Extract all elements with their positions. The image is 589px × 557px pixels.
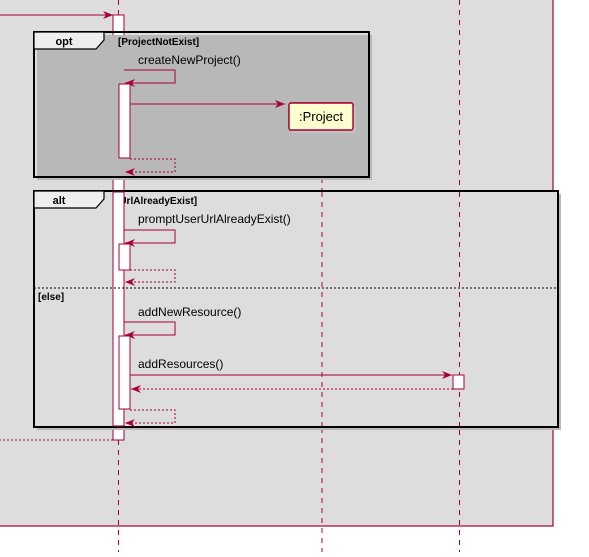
message-label-create-new-project: createNewProject(): [138, 53, 241, 67]
self-call-prompt-user-url-already-exist: [124, 229, 176, 247]
fragment-alt-keyword: alt: [53, 195, 66, 207]
self-return-prompt-user-url-already-exist: [125, 269, 176, 286]
message-label-prompt-user-url-already-exist: promptUserUrlAlreadyExist(): [138, 212, 291, 226]
activation-bar-create-new-project: [118, 83, 131, 159]
fragment-opt: [33, 31, 370, 178]
fragment-alt-else-guard: [else]: [38, 292, 64, 303]
activation-bar-add-new-resource: [118, 335, 131, 410]
fragment-alt-guard: [UrlAlreadyExist]: [116, 196, 197, 207]
participant-project-box: [288, 102, 354, 131]
fragment-opt-tab: [33, 31, 105, 50]
fragment-opt-guard: [ProjectNotExist]: [118, 37, 199, 48]
message-label-add-new-resource: addNewResource(): [138, 305, 241, 319]
activation-bar-prompt-user: [118, 243, 131, 271]
self-call-add-new-resource: [124, 321, 176, 339]
self-call-create-new-project: [124, 69, 176, 87]
fragment-opt-keyword: opt: [55, 36, 72, 48]
activation-bar-main-segment: [112, 191, 125, 427]
participant-project-label: :Project: [299, 109, 343, 124]
activation-bar-resources: [452, 374, 465, 390]
message-label-add-resources: addResources(): [138, 357, 223, 371]
fragment-alt-tab: [33, 190, 105, 209]
